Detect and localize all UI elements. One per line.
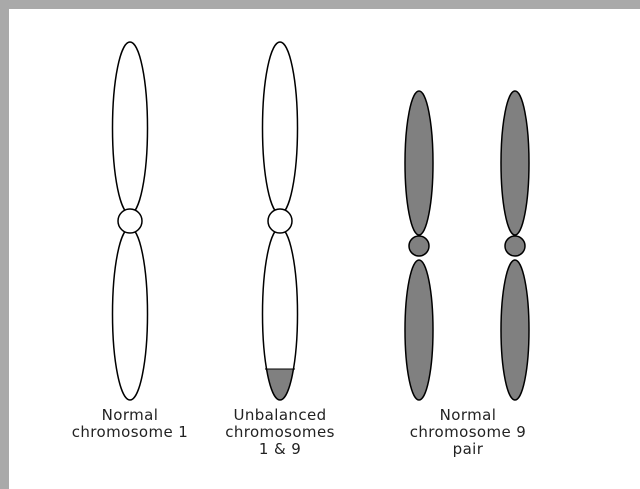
chromosome-unbalanced-centromere [268,209,292,233]
label-normal-chromosome-9-pair: Normal chromosome 9 pair [383,407,553,458]
chromosome-unbalanced [250,42,310,409]
chromosome-9-left [405,91,433,400]
chromosome-9-left-lower-arm [405,260,433,400]
label-normal-chromosome-1: Normal chromosome 1 [45,407,215,441]
label-line: Normal [45,407,215,424]
chromosome-1-normal-upper-arm [113,42,148,214]
label-line: Normal [383,407,553,424]
chromosome-9-right [501,91,529,400]
label-unbalanced-chromosomes: Unbalanced chromosomes 1 & 9 [195,407,365,458]
chromosome-1-normal-lower-arm [113,228,148,400]
label-line: chromosome 1 [45,424,215,441]
chromosome-9-right-centromere [505,236,525,256]
chromosome-9-right-lower-arm [501,260,529,400]
chromosome-9-left-centromere [409,236,429,256]
label-line: pair [383,441,553,458]
label-line: Unbalanced [195,407,365,424]
chromosome-1-normal-centromere [118,209,142,233]
label-line: 1 & 9 [195,441,365,458]
label-line: chromosomes [195,424,365,441]
chromosome-9-left-upper-arm [405,91,433,235]
chromosome-1-normal [113,42,148,400]
label-line: chromosome 9 [383,424,553,441]
chromosome-9-segment [250,369,310,409]
chromosome-9-right-upper-arm [501,91,529,235]
chromosome-unbalanced-upper-arm [263,42,298,214]
